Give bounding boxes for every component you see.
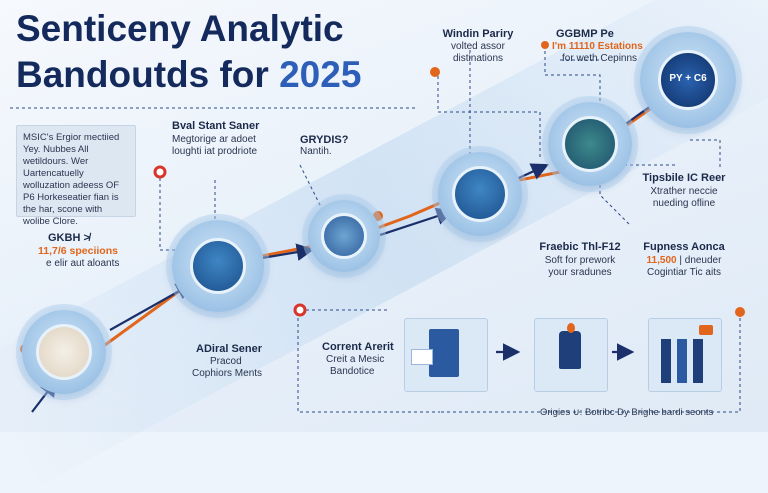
left-stat-sub: e elir aut aloants (46, 258, 120, 269)
footer-note: Origies ∪: Botribc Dy Brighe bardi seont… (540, 407, 714, 418)
adiral-sub2: Cophiors Ments (192, 368, 263, 379)
gear-icon (411, 349, 433, 365)
chip-icon (562, 116, 618, 172)
current-sub1: Creit a Mesic (326, 354, 385, 365)
stage-node-3 (308, 200, 380, 272)
stage-node-5 (548, 102, 632, 186)
title-line2: Bandoutds for (16, 54, 280, 95)
bval-head: Bval Stant Saner (172, 120, 260, 132)
left-stat-value: 11,7/6 speciions (38, 245, 118, 257)
card-lamp (534, 318, 608, 392)
bar-chart-icon (661, 339, 709, 383)
lamp-glow (567, 323, 575, 333)
document-icon (36, 324, 92, 380)
bval-sub1: Megtorige ar adoet (172, 134, 256, 145)
title-line1: Senticeny Analytic (16, 8, 344, 49)
ggbmp-value: I'm 11110 Estations (552, 41, 643, 52)
bval-sub2: loughti iat prodriote (172, 146, 258, 157)
document-icon (429, 329, 459, 377)
fupness-sub: Cogintiar Tic aits (647, 267, 721, 278)
grydis-head: GRYDIS? (300, 134, 349, 146)
windin-sub2: distinations (452, 53, 504, 64)
adiral-head: ADiral Sener (196, 343, 263, 355)
growth-arrows (31, 95, 666, 413)
current-head: Corrent Arerit (322, 341, 394, 353)
left-stat-head: GKBH ≯ (48, 232, 90, 244)
cloud-icon (452, 166, 508, 222)
monitor-icon (321, 213, 367, 259)
node-badge: PY + C6 (669, 73, 707, 84)
current-sub2: Bandotice (330, 366, 375, 377)
windin-head: Windin Pariry (442, 28, 514, 40)
card-chart (648, 318, 722, 392)
windin-sub1: volted assor (451, 41, 505, 52)
card-document (404, 318, 488, 392)
fupness-value-row: 11,500 | dneuder (630, 255, 738, 267)
fraebic-head: Fraebic Thl-F12 (539, 241, 621, 253)
stage-node-1 (22, 310, 106, 394)
camera-icon (190, 238, 246, 294)
stage-node-4 (438, 152, 522, 236)
stage-node-2 (172, 220, 264, 312)
note-box: MSIC's Ergior mectiied Yey. Nubbes All w… (16, 125, 136, 227)
lamp-icon (559, 331, 581, 369)
fraebic-sub1: Soft for prework (544, 255, 616, 266)
ggbmp-sub: for weth Cepinns (562, 53, 638, 64)
fupness-value-rest: | dneuder (679, 255, 722, 266)
page-title: Senticeny Analytic Bandoutds for 2025 (16, 6, 361, 98)
grydis-sub: Nantih. (300, 146, 332, 157)
adiral-sub1: Pracod (210, 356, 242, 367)
fupness-value: 11,500 (646, 255, 677, 266)
stage-node-6: PY + C6 (640, 32, 736, 128)
tipsbile-head: Tipsbile IC Reer (642, 172, 726, 184)
connector-dots (20, 41, 745, 354)
fraebic-sub2: your sradunes (548, 267, 612, 278)
chart-icon: PY + C6 (658, 50, 718, 110)
title-year: 2025 (279, 54, 362, 95)
tipsbile-sub1: Xtrather neccie (650, 186, 718, 197)
fupness-head: Fupness Aonca (643, 241, 725, 253)
tipsbile-sub2: nueding ofline (652, 198, 716, 209)
chart-badge (699, 325, 713, 335)
ggbmp-head: GGBMP Pe (556, 28, 614, 40)
